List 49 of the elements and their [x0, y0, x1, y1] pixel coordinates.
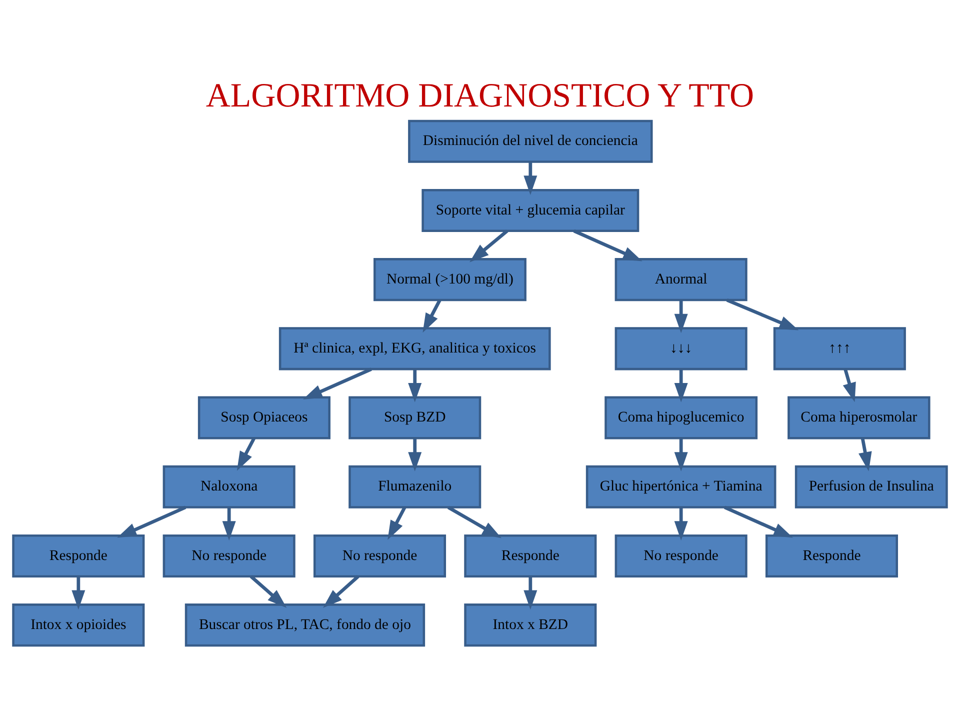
node-box: Flumazenilo [348, 465, 482, 508]
node-box: Coma hiperosmolar [788, 396, 930, 440]
arrow [524, 576, 538, 610]
arrow [117, 506, 186, 538]
node-box: Sosp BZD [348, 396, 482, 440]
node-box: Responde [12, 534, 145, 578]
node-box: Intox x BZD [464, 604, 597, 647]
node-box: Normal (>100 mg/dl) [374, 258, 526, 302]
node-box: Coma hipoglucemico [604, 396, 758, 440]
diagram-title: ALGORITMO DIAGNOSTICO Y TTO [206, 77, 754, 114]
arrow [858, 438, 872, 472]
arrow [573, 229, 642, 262]
node-box: Responde [765, 534, 898, 578]
node-box: Anormal [614, 258, 748, 302]
arrow [250, 575, 287, 608]
arrow [388, 506, 406, 540]
arrow [524, 162, 538, 195]
node-box: ↑↑↑ [773, 327, 906, 370]
arrow [674, 438, 688, 472]
node-box: Perfusion de Insulina [794, 465, 948, 508]
node-box: Gluc hipertónica + Tiamina [586, 465, 776, 508]
node-box: No responde [614, 534, 748, 578]
arrow [302, 368, 372, 400]
node-box: Hª clinica, expl, EKG, analitica y toxicos [278, 327, 551, 370]
arrow [322, 575, 360, 608]
arrow [72, 576, 86, 610]
arrow [447, 506, 502, 538]
arrow [408, 369, 422, 402]
node-box: ↓↓↓ [614, 327, 748, 370]
arrow [422, 299, 442, 333]
node-box: No responde [313, 534, 446, 578]
arrow [724, 506, 793, 538]
node-box: Intox x opioides [12, 604, 145, 647]
arrow [222, 507, 236, 540]
node-box: Responde [464, 534, 597, 578]
arrow [842, 368, 856, 402]
arrow [674, 369, 688, 402]
arrow [236, 437, 256, 471]
arrow [470, 230, 508, 262]
arrow [408, 438, 422, 472]
node-box: Disminución del nivel de conciencia [408, 120, 653, 163]
node-box: Sosp Opiaceos [198, 396, 330, 440]
arrow [674, 300, 688, 334]
arrow [726, 298, 799, 330]
node-box: Buscar otros PL, TAC, fondo de ojo [184, 604, 426, 647]
arrow [674, 507, 688, 540]
node-box: Soporte vital + glucemia capilar [422, 188, 640, 232]
node-box: Naloxona [162, 465, 296, 508]
node-box: No responde [162, 534, 296, 578]
